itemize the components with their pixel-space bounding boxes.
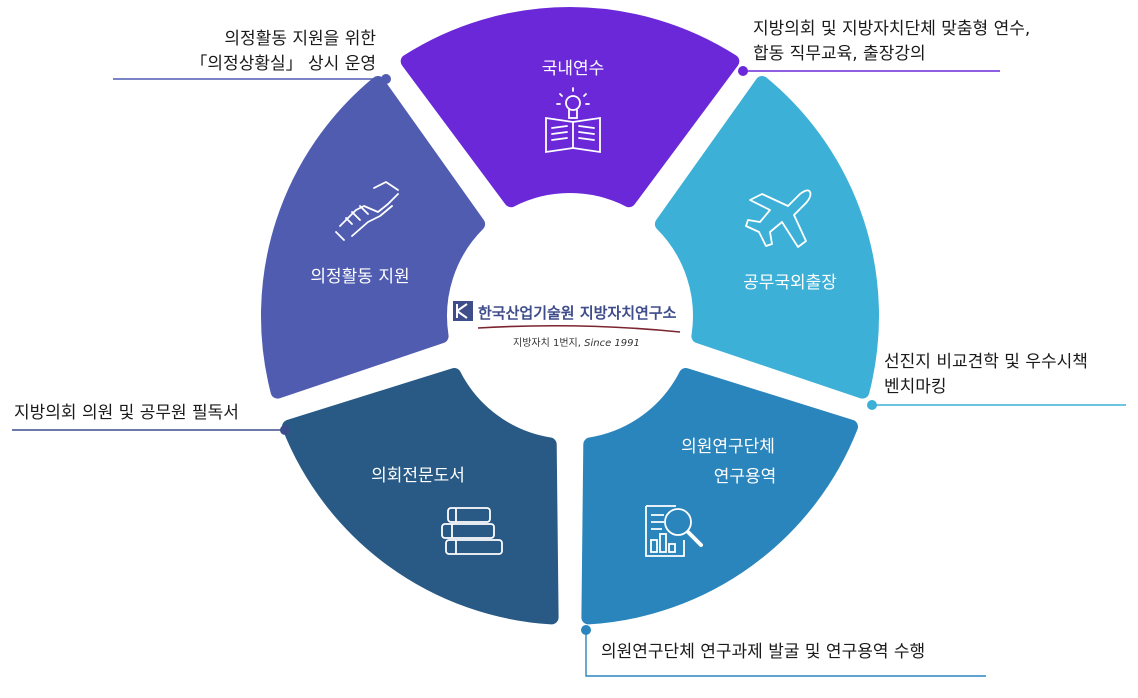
center-logo-text: 한국산업기술원 지방자치연구소 <box>478 304 677 322</box>
segment-council-books[interactable] <box>282 368 559 625</box>
callout-right-line1: 선진지 비교견학 및 우수시책 <box>884 352 1088 372</box>
airplane-icon <box>745 189 812 248</box>
segment-overseas-trip[interactable] <box>654 76 879 399</box>
book-lightbulb-icon <box>545 87 601 154</box>
books-icon <box>441 507 503 555</box>
callout-top-right: 지방의회 및 지방자치단체 맞춤형 연수, 합동 직무교육, 출장강의 <box>753 17 1030 67</box>
callout-dot-top-left <box>381 74 391 84</box>
center-circle <box>450 196 690 436</box>
segment-label-council-books: 의회전문도서 <box>371 466 465 486</box>
callout-top-right-line1: 지방의회 및 지방자치단체 맞춤형 연수, <box>753 19 1031 39</box>
center-logo: 한국산업기술원 지방자치연구소 지방자치 1번지, Since 1991 <box>453 301 681 349</box>
center-subtitle: 지방자치 1번지, Since 1991 <box>513 337 640 349</box>
callout-dot-right <box>867 400 877 410</box>
segment-label-research-group-2: 연구용역 <box>714 467 777 487</box>
callout-right-line2: 벤치마킹 <box>884 377 947 397</box>
callout-bottom: 의원연구단체 연구과제 발굴 및 연구용역 수행 <box>601 640 925 665</box>
segment-council-support[interactable] <box>261 76 486 399</box>
callout-dot-top-right <box>738 66 748 76</box>
callout-top-left-line1: 의정활동 지원을 위한 <box>224 29 376 49</box>
callout-bottom-line1: 의원연구단체 연구과제 발굴 및 연구용역 수행 <box>601 642 926 662</box>
callout-top-left: 의정활동 지원을 위한 「의정상황실」 상시 운영 <box>190 27 376 77</box>
callout-dot-left <box>280 425 290 435</box>
segment-label-overseas-trip: 공무국외출장 <box>743 273 837 293</box>
callout-left-line1: 지방의회 의원 및 공무원 필독서 <box>14 403 239 423</box>
segment-label-research-group-1: 의원연구단체 <box>681 437 775 457</box>
callout-line-bottom <box>585 630 986 677</box>
handshake-icon <box>335 181 399 241</box>
segment-label-council-support: 의정활동 지원 <box>310 267 409 287</box>
callout-top-left-line2: 「의정상황실」 상시 운영 <box>190 54 376 74</box>
callout-right: 선진지 비교견학 및 우수시책 벤치마킹 <box>884 350 1088 400</box>
logo-swoosh <box>477 324 681 333</box>
callout-top-right-line2: 합동 직무교육, 출장강의 <box>753 44 926 64</box>
report-magnifier-icon <box>645 505 703 557</box>
callout-dot-bottom <box>581 625 591 635</box>
segment-label-domestic-training: 국내연수 <box>542 59 605 79</box>
callout-left: 지방의회 의원 및 공무원 필독서 <box>14 401 239 426</box>
segment-domestic-training[interactable] <box>400 6 740 208</box>
